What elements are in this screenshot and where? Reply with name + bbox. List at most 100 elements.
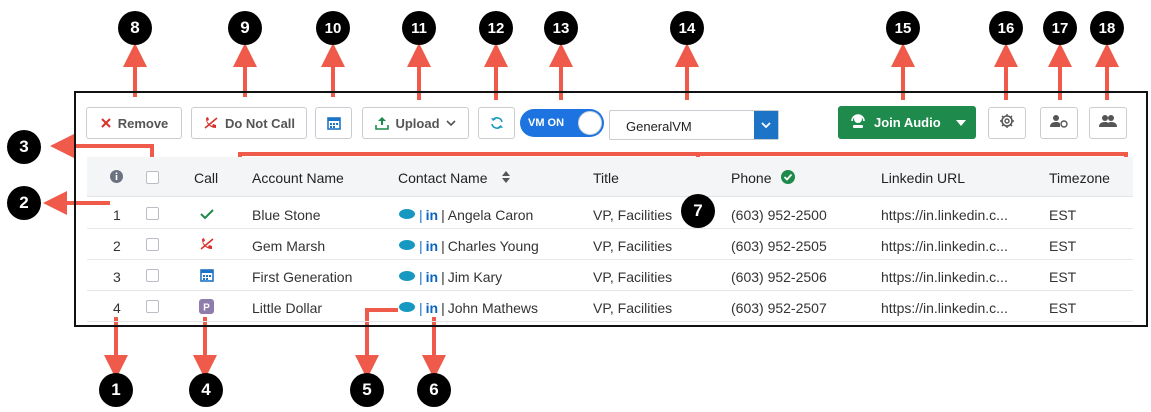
refresh-button[interactable] (478, 107, 515, 139)
linkedin-url[interactable]: https://in.linkedin.c... (881, 269, 1008, 285)
upload-label: Upload (395, 115, 440, 131)
join-audio-label: Join Audio (874, 115, 941, 130)
vm-toggle-label: VM ON (528, 117, 565, 129)
table-header (87, 157, 1133, 197)
remove-button[interactable]: Remove (86, 107, 182, 139)
callout-marker-13: 13 (544, 11, 578, 45)
salesforce-icon[interactable] (398, 238, 416, 254)
contact-cell: | in | Charles Young (398, 238, 539, 254)
salesforce-icon[interactable] (398, 207, 416, 223)
table-row[interactable] (87, 291, 1133, 322)
timezone: EST (1049, 207, 1077, 223)
callout-marker-7: 7 (681, 194, 715, 228)
account-name[interactable]: First Generation (252, 269, 353, 285)
contact-cell: | in | Angela Caron (398, 207, 533, 223)
account-name[interactable]: Little Dollar (252, 300, 323, 316)
callout-marker-4: 4 (189, 373, 223, 407)
table-row[interactable] (87, 198, 1133, 229)
phone-number[interactable]: (603) 952-2507 (731, 300, 827, 316)
header-title[interactable]: Title (593, 170, 619, 186)
callout-marker-16: 16 (989, 11, 1023, 45)
phone-number[interactable]: (603) 952-2506 (731, 269, 827, 285)
chevron-down-icon[interactable] (754, 111, 778, 139)
calendar-icon (200, 268, 214, 287)
gear-icon (999, 113, 1015, 134)
select-all-checkbox[interactable] (146, 171, 159, 184)
contact-title: VP, Facilities (593, 207, 673, 223)
join-audio-button[interactable]: Join Audio (838, 106, 976, 139)
callout-marker-5: 5 (350, 373, 384, 407)
close-icon (100, 117, 112, 129)
header-linkedin-url[interactable]: Linkedin URL (881, 170, 966, 186)
contact-title: VP, Facilities (593, 300, 673, 316)
callout-marker-14: 14 (670, 11, 704, 45)
parked-icon: P (199, 299, 214, 319)
callout-marker-1: 1 (99, 373, 133, 407)
contact-name[interactable]: Angela Caron (447, 207, 534, 223)
user-gear-icon (1050, 114, 1068, 133)
schedule-button[interactable] (315, 107, 352, 139)
linkedin-icon[interactable]: in (425, 269, 439, 285)
table-row[interactable] (87, 260, 1133, 291)
caret-down-icon[interactable] (956, 120, 966, 126)
linkedin-icon[interactable]: in (425, 300, 439, 316)
table-panel-frame (74, 91, 1148, 327)
salesforce-icon[interactable] (398, 269, 416, 285)
sort-icon[interactable] (501, 170, 511, 189)
row-checkbox[interactable] (146, 238, 159, 251)
row-checkbox[interactable] (146, 300, 159, 313)
contact-cell: | in | Jim Kary (398, 269, 502, 285)
contact-name[interactable]: John Mathews (447, 300, 539, 316)
do-not-call-label: Do Not Call (224, 115, 296, 131)
contact-name[interactable]: Charles Young (447, 238, 539, 254)
contact-name[interactable]: Jim Kary (447, 269, 503, 285)
row-number: 1 (113, 207, 121, 223)
callout-marker-10: 10 (316, 11, 350, 45)
timezone: EST (1049, 238, 1077, 254)
header-call: Call (194, 170, 219, 186)
header-phone[interactable]: Phone (731, 170, 772, 186)
phone-number[interactable]: (603) 952-2505 (731, 238, 827, 254)
header-contact-name[interactable]: Contact Name (398, 170, 488, 186)
header-account-name[interactable]: Account Name (252, 170, 344, 186)
linkedin-icon[interactable]: in (425, 238, 439, 254)
row-checkbox[interactable] (146, 207, 159, 220)
info-icon[interactable] (110, 170, 123, 188)
row-checkbox[interactable] (146, 269, 159, 282)
settings-button[interactable] (988, 107, 1026, 139)
callout-marker-9: 9 (228, 11, 262, 45)
row-number: 3 (113, 269, 121, 285)
team-button[interactable] (1089, 107, 1127, 139)
linkedin-url[interactable]: https://in.linkedin.c... (881, 238, 1008, 254)
linkedin-url[interactable]: https://in.linkedin.c... (881, 300, 1008, 316)
voicemail-select-value: GeneralVM (626, 119, 692, 134)
timezone: EST (1049, 269, 1077, 285)
verified-check-icon (781, 170, 795, 189)
callout-marker-15: 15 (886, 11, 920, 45)
header-timezone[interactable]: Timezone (1049, 170, 1110, 186)
callout-marker-18: 18 (1090, 11, 1124, 45)
vm-toggle[interactable]: VM ON (520, 109, 604, 137)
callout-marker-6: 6 (417, 373, 451, 407)
account-name[interactable]: Gem Marsh (252, 238, 326, 254)
do-not-call-icon (203, 116, 219, 130)
callout-marker-2: 2 (7, 186, 41, 220)
linkedin-icon[interactable]: in (425, 207, 439, 223)
phone-number[interactable]: (603) 952-2500 (731, 207, 827, 223)
voicemail-select[interactable]: GeneralVM (609, 110, 779, 140)
user-settings-button[interactable] (1040, 107, 1078, 139)
table-row[interactable] (87, 229, 1133, 260)
linkedin-url[interactable]: https://in.linkedin.c... (881, 207, 1008, 223)
contact-cell: | in | John Mathews (398, 300, 538, 316)
svg-text:P: P (203, 303, 210, 314)
upload-button[interactable]: Upload (362, 107, 469, 139)
do-not-call-icon (199, 237, 215, 256)
chevron-down-icon (445, 119, 456, 127)
salesforce-icon[interactable] (398, 300, 416, 316)
do-not-call-button[interactable]: Do Not Call (191, 107, 307, 139)
callout-marker-11: 11 (402, 11, 436, 45)
row-number: 2 (113, 238, 121, 254)
headset-icon (850, 113, 866, 132)
account-name[interactable]: Blue Stone (252, 207, 321, 223)
timezone: EST (1049, 300, 1077, 316)
